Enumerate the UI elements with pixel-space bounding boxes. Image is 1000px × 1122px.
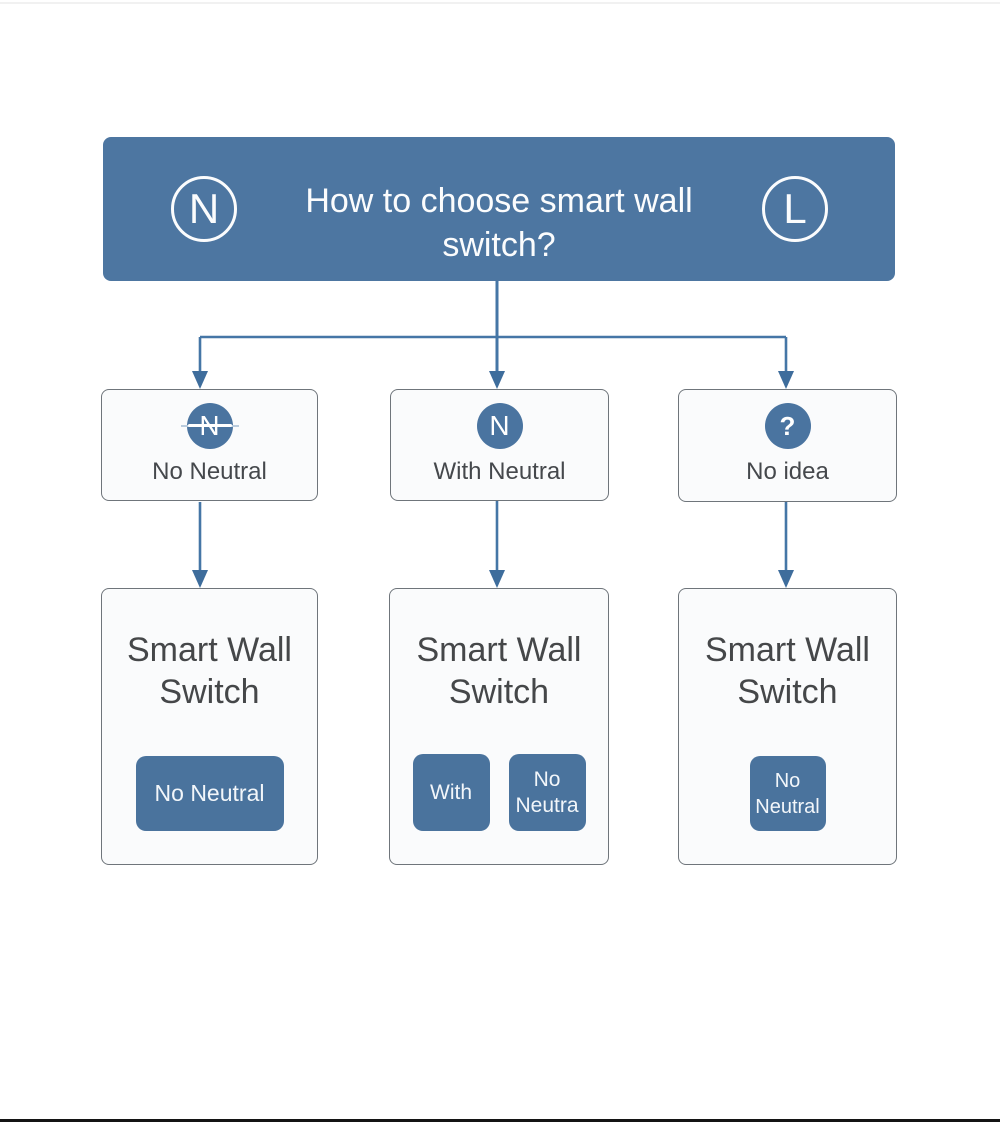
badge-row: No Neutral bbox=[679, 756, 896, 831]
live-wire-icon: L bbox=[762, 176, 828, 242]
option-label: No idea bbox=[746, 458, 829, 485]
option-no-neutral: N No Neutral bbox=[101, 389, 318, 501]
strikethrough-line-inner bbox=[187, 424, 232, 427]
option-with-neutral: N With Neutral bbox=[390, 389, 609, 501]
result-no-neutral-switch: Smart Wall Switch No Neutral bbox=[101, 588, 318, 865]
result-no-idea-switch: Smart Wall Switch No Neutral bbox=[678, 588, 897, 865]
page-title: How to choose smart wall switch? bbox=[305, 182, 693, 264]
option-no-idea: ? No idea bbox=[678, 389, 897, 502]
result-title: Smart Wall Switch bbox=[705, 631, 870, 711]
badge-row: With No Neutra bbox=[390, 754, 608, 831]
badge-row: No Neutral bbox=[102, 756, 317, 831]
question-mark-icon: ? bbox=[759, 403, 817, 449]
header-banner: N How to choose smart wall switch? L bbox=[103, 137, 895, 281]
live-wire-letter: L bbox=[783, 185, 807, 232]
with-neutral-icon: N bbox=[471, 403, 529, 449]
bottom-border bbox=[0, 1119, 1000, 1122]
no-neutral-badge: No Neutra bbox=[508, 754, 586, 831]
result-with-neutral-switch: Smart Wall Switch With No Neutra bbox=[389, 588, 609, 865]
result-title: Smart Wall Switch bbox=[416, 631, 582, 711]
neutral-wire-icon: N bbox=[171, 176, 237, 242]
no-neutral-badge: No Neutral bbox=[749, 756, 826, 831]
question-mark-glyph: ? bbox=[779, 411, 796, 441]
with-badge: With bbox=[412, 754, 490, 831]
result-title: Smart Wall Switch bbox=[127, 631, 292, 711]
option-label: With Neutral bbox=[433, 458, 566, 485]
no-neutral-badge: No Neutral bbox=[135, 756, 284, 831]
with-neutral-icon-letter: N bbox=[489, 410, 510, 441]
top-divider bbox=[0, 2, 1000, 4]
option-label: No Neutral bbox=[152, 458, 267, 485]
neutral-wire-letter: N bbox=[188, 185, 220, 232]
no-neutral-icon: N bbox=[180, 403, 239, 449]
